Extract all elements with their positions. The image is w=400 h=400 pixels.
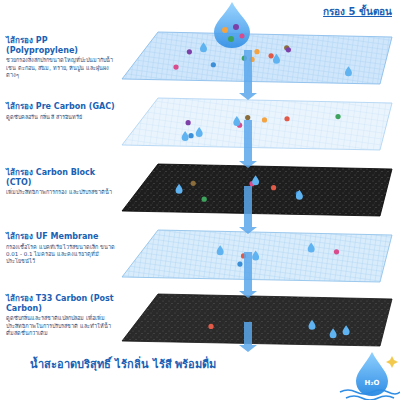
clean-water-drop: [356, 352, 388, 396]
filter-layer: [122, 294, 392, 346]
filter-description: กรองเชื้อโรค แบคทีเรีย ไวรัสขนาดเล็ก ขนา…: [6, 244, 118, 266]
filter-name: ไส้กรอง Pre Carbon (GAC): [6, 102, 118, 112]
particle: [186, 120, 191, 125]
diagram-title: กรอง 5 ขั้นตอน: [323, 4, 392, 19]
water-droplet: [176, 184, 183, 194]
particle: [284, 116, 289, 121]
filter-texture: [122, 164, 392, 216]
water-droplet: [309, 320, 316, 330]
particle: [188, 133, 193, 138]
flow-arrow: [239, 186, 257, 234]
particle: [268, 53, 273, 58]
particle: [334, 249, 339, 254]
filter-label: ไส้กรอง T33 Carbon (Post Carbon) ดูดซับกล…: [6, 294, 118, 337]
filter-layer: [122, 230, 392, 282]
flow-arrow: [239, 50, 257, 100]
particle: [271, 185, 276, 190]
water-droplet: [273, 54, 280, 64]
water-drop: [214, 2, 250, 48]
water-droplet: [200, 42, 207, 52]
particle: [202, 197, 207, 202]
water-droplet: [252, 250, 259, 260]
water-droplet: [308, 242, 315, 252]
filter-label: ไส้กรอง PP (Polypropylene) ช่วยกรองสิ่งสก…: [6, 36, 118, 79]
filter-description: ดูดซับคลอรีน กลิ่น สี สารอินทรีย์: [6, 114, 118, 121]
particle: [245, 115, 250, 120]
particle: [211, 62, 216, 67]
filter-description: ดูดซับกลิ่นและรสชาติแปลกปลอม เพื่อเพิ่มป…: [6, 315, 118, 337]
particle: [173, 64, 178, 69]
particle: [191, 181, 196, 186]
particle: [222, 27, 228, 33]
particle: [254, 49, 259, 54]
filter-label: ไส้กรอง Carbon Block (CTO) เพิ่มประสิทธิภ…: [6, 168, 118, 197]
filter-layer: [122, 98, 392, 150]
water-droplet: [343, 325, 350, 335]
filter-name: ไส้กรอง T33 Carbon (Post Carbon): [6, 294, 118, 313]
particle: [335, 114, 340, 119]
filter-texture: [122, 98, 392, 150]
particle: [208, 324, 213, 329]
water-droplet: [252, 175, 259, 185]
water-droplet: [296, 190, 303, 200]
water-droplet: [182, 131, 189, 141]
filter-label: ไส้กรอง Pre Carbon (GAC) ดูดซับคลอรีน กลิ…: [6, 102, 118, 121]
particle: [286, 47, 291, 52]
filter-layer: [122, 32, 392, 84]
water-droplet: [196, 127, 203, 137]
filter-name: ไส้กรอง PP (Polypropylene): [6, 36, 118, 55]
filter-name: ไส้กรอง Carbon Block (CTO): [6, 168, 118, 187]
water-droplet: [330, 328, 337, 338]
sparkle: [386, 356, 398, 368]
water-droplet: [345, 66, 352, 76]
particle: [262, 117, 267, 122]
water-wave: [346, 396, 394, 400]
filter-texture: [122, 230, 392, 282]
particle: [237, 262, 242, 267]
flow-arrow: [239, 120, 257, 168]
flow-arrow: [239, 252, 257, 298]
particle: [233, 24, 239, 30]
water-droplet: [217, 245, 224, 255]
filter-label: ไส้กรอง UF Membrane กรองเชื้อโรค แบคทีเรี…: [6, 232, 118, 266]
particle: [187, 49, 192, 54]
particle: [240, 34, 245, 39]
filter-description: ช่วยกรองสิ่งสกปรกขนาดใหญ่ที่ปะปนมากับน้ำ…: [6, 57, 118, 79]
chemical-label: H₂O: [365, 379, 380, 387]
flow-arrow: [239, 322, 257, 352]
filter-name: ไส้กรอง UF Membrane: [6, 232, 118, 242]
filter-layer: [122, 164, 392, 216]
filter-description: เพิ่มประสิทธิภาพการกรอง และปรับรสชาติน้ำ: [6, 189, 118, 196]
diagram-caption: น้ำสะอาดบริสุทธิ์ ไร้กลิ่น ไร้สี พร้อมดื…: [30, 355, 217, 373]
filter-texture: [122, 294, 392, 346]
particle: [228, 36, 234, 42]
water-wave: [340, 390, 400, 394]
filter-texture: [122, 32, 392, 84]
water-droplet: [233, 116, 240, 126]
